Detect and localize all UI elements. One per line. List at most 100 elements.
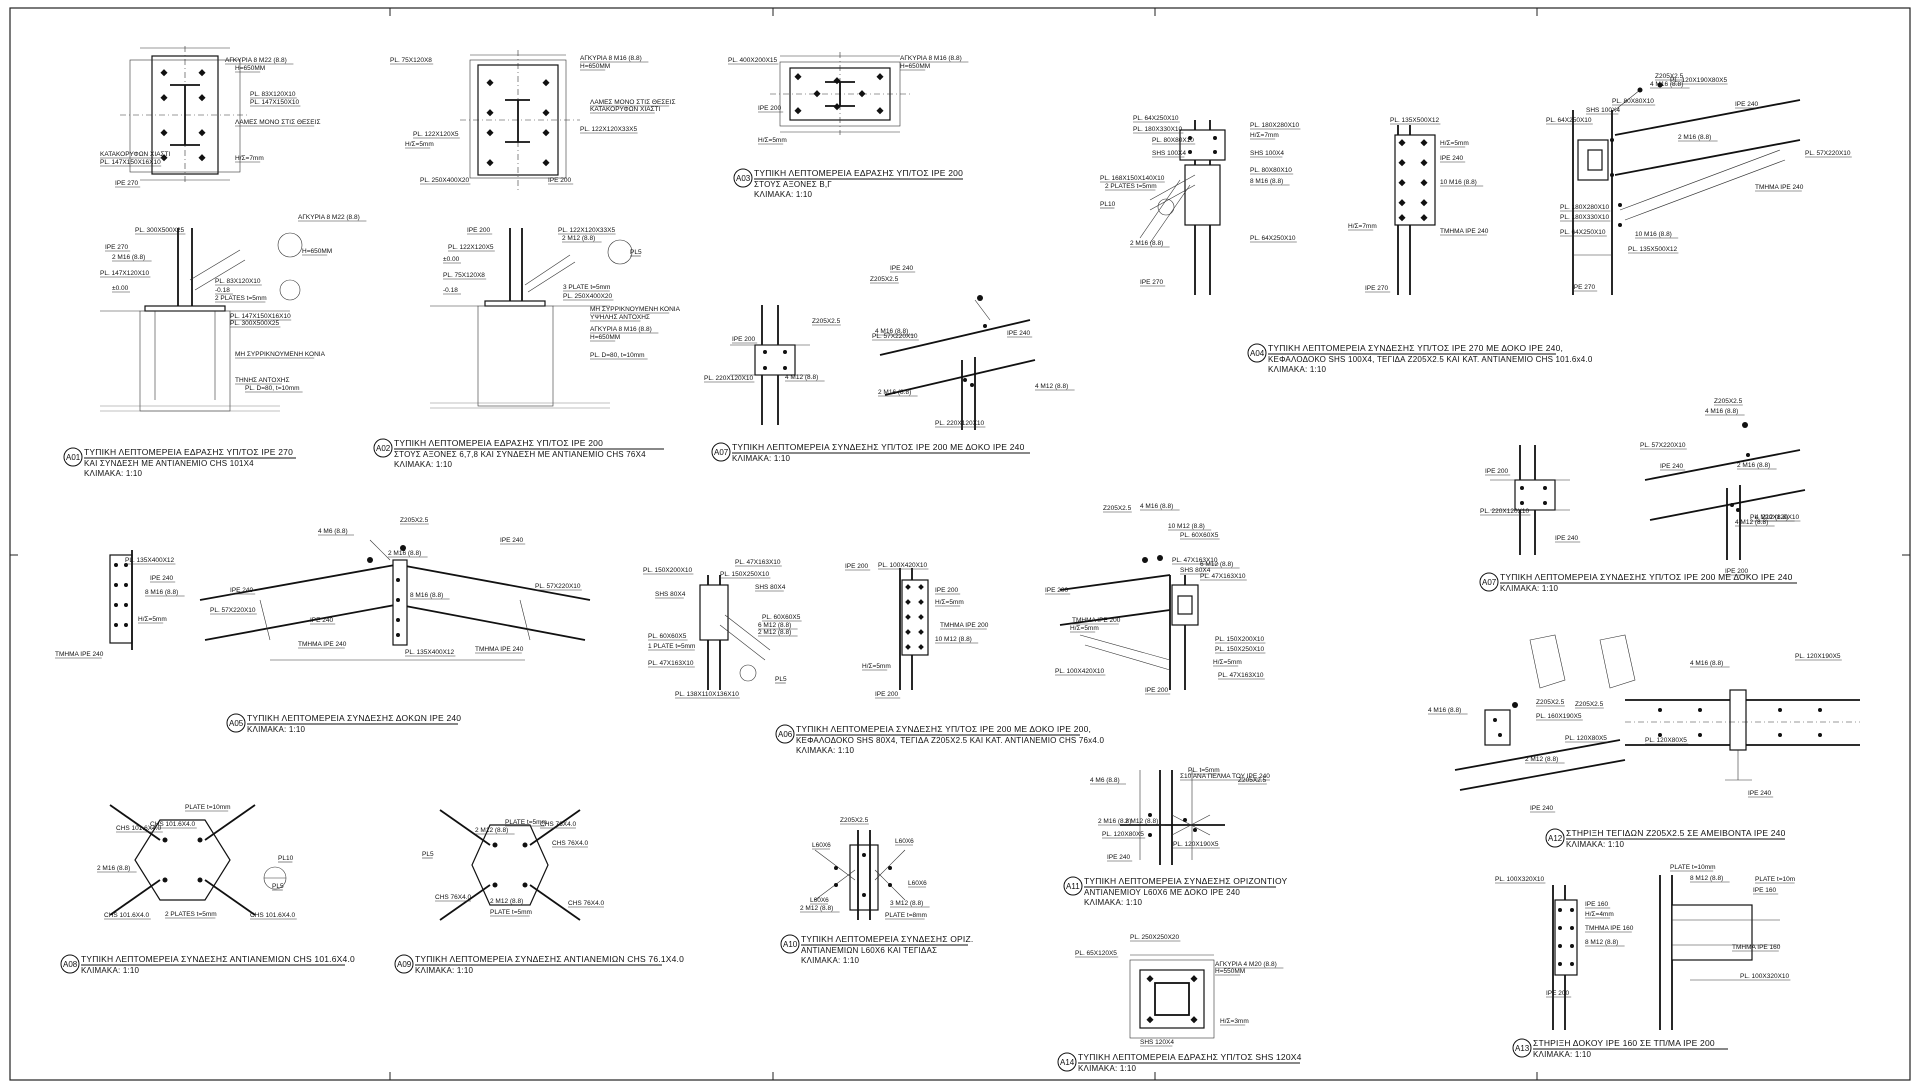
a05-callout-label: PL. 57X220X10 [535,583,581,590]
a11-subtitle: ΑΝΤΙΑΝΕΜΙΟΥ L60X6 ΜΕ ΔΟΚΟ IPE 240 [1084,888,1240,897]
a07b-callout-label: IPE 200 [1485,468,1509,475]
a13-callout-label: PLATE t=10m [1755,876,1795,883]
a07b-callout-label: Z205X2.5 [1714,398,1743,405]
a01-scale: ΚΛΙΜΑΚΑ: 1:10 [84,469,143,478]
a04-callout-label: SHS 100X4 [1586,107,1620,114]
a10-mark-text: A10 [783,940,798,949]
a04-callout-label: PL. 180X280X10 [1250,122,1300,129]
a04-callout-label: Z205X2.5 [1655,73,1684,80]
a04-callout-label: PL. 64X250X10 [1133,115,1179,122]
a07b-callout-label: IPE 240 [1555,535,1579,542]
a06-callout-label: H/Σ=5mm [1213,659,1242,666]
a06-callout-label: H/Σ=5mm [862,663,891,670]
a02-callout-label: H=650MM [590,334,620,341]
a06-callout-label: IPE 200 [845,563,869,570]
a12-callout-label: PL. 120X80X5 [1645,737,1687,744]
a10-scale: ΚΛΙΜΑΚΑ: 1:10 [801,956,860,965]
a14-callout-label: SHS 120X4 [1140,1039,1174,1046]
a04-scale: ΚΛΙΜΑΚΑ: 1:10 [1268,365,1327,374]
a04-callout-label: H/Σ=7mm [1348,223,1377,230]
a07-callout-label: 4 M16 (8.8) [875,328,908,335]
a13-mark-text: A13 [1515,1044,1530,1053]
a05-mark-text: A05 [229,719,244,728]
a01-callout-label: ΑΓΚΥΡΙΑ 8 M22 (8.8) [225,57,287,64]
a02-callout-label: PL. 122X120X33X5 [580,126,637,133]
a06-title: ΤΥΠΙΚΗ ΛΕΠΤΟΜΕΡΕΙΑ ΣΥΝΔΕΣΗΣ ΥΠ/ΤΟΣ IPE 2… [796,724,1091,734]
a07b-callout-label: PL. 220X120X10 [1480,508,1530,515]
a07-callout-label: IPE 240 [890,265,914,272]
a10-callout-label: 3 M12 (8.8) [890,900,923,907]
a08-scale: ΚΛΙΜΑΚΑ: 1:10 [81,966,140,975]
a11-callout-label: Z205X2.5 [1238,777,1267,784]
a03-scale: ΚΛΙΜΑΚΑ: 1:10 [754,190,813,199]
a11-callout-label: 2 M12 (8.8) [1125,818,1158,825]
a11-callout-label: 4 M6 (8.8) [1090,777,1120,784]
a01-callout-label: PL. 147X150X16X10 [230,313,291,320]
a05-detail-marker [226,713,246,733]
a06-callout-label: SHS 80X4 [755,584,786,591]
a01-title: ΤΥΠΙΚΗ ΛΕΠΤΟΜΕΡΕΙΑ ΕΔΡΑΣΗΣ ΥΠ/ΤΟΣ IPE 27… [84,447,293,457]
a07b-callout-label: 4 M12 (8.8) [1755,514,1788,521]
a08-callout-label: CHS 101.6X4.0 [250,912,296,919]
a09-detail-marker [394,954,414,974]
a12-callout-label: 2 M12 (8.8) [1525,756,1558,763]
a04-callout-label: IPE 270 [1365,285,1389,292]
a01-mark-text: A01 [66,453,81,462]
a13-callout-label: 8 M12 (8.8) [1585,939,1618,946]
a02-callout-label: ΑΓΚΥΡΙΑ 8 M16 (8.8) [590,326,652,333]
detail-a07-right: A07 ΤΥΠΙΚΗ ΛΕΠΤΟΜΕΡΕΙΑ ΣΥΝΔΕΣΗΣ ΥΠ/ΤΟΣ I… [1479,422,1806,593]
a02-scale: ΚΛΙΜΑΚΑ: 1:10 [394,460,453,469]
a13-callout-label: IPE 200 [1546,990,1570,997]
a01-callout-label: 2 PLATES t=5mm [215,295,267,302]
a12-callout-label: PL. 120X190X5 [1795,653,1841,660]
a02-callout-label: IPE 200 [548,177,572,184]
a07-callout-label: 2 M16 (8.8) [878,389,911,396]
a06-callout-label: SHS 80X4 [655,591,686,598]
a14-title: ΤΥΠΙΚΗ ΛΕΠΤΟΜΕΡΕΙΑ ΕΔΡΑΣΗΣ ΥΠ/ΤΟΣ SHS 12… [1078,1052,1302,1062]
a04-callout-label: 2 M16 (8.8) [1130,240,1163,247]
a04-callout-label: PL. 135X500X12 [1628,246,1678,253]
a06-callout-label: PL. 150X250X10 [720,571,770,578]
a07b-callout-label: PL. 57X220X10 [1640,442,1686,449]
a07-callout-label: Z205X2.5 [870,276,899,283]
a12-mark-text: A12 [1548,834,1563,843]
a02-subtitle: ΣΤΟΥΣ ΑΞΟΝΕΣ 6,7,8 ΚΑΙ ΣΥΝΔΕΣΗ ΜΕ ΑΝΤΙΑΝ… [394,450,646,459]
a06-callout-label: PL. 60X60X5 [762,614,801,621]
a07b-callout-label: 2 M16 (8.8) [1737,462,1770,469]
a07b-callout-label: IPE 240 [1660,463,1684,470]
a02-detail-marker [373,438,393,458]
a06-callout-label: 4 M16 (8.8) [1140,503,1173,510]
a13-callout-label: IPE 160 [1753,887,1777,894]
a07-right-mark-text: A07 [1482,578,1497,587]
a14-callout-label: H=550MM [1215,968,1245,975]
detail-a14: A14 ΤΥΠΙΚΗ ΛΕΠΤΟΜΕΡΕΙΑ ΕΔΡΑΣΗΣ ΥΠ/ΤΟΣ SH… [1057,954,1302,1073]
a07-callout-label: IPE 200 [732,336,756,343]
a09-mark-text: A09 [397,960,412,969]
a02-callout-label: H=650MM [580,63,610,70]
a10-callout-label: L60X6 [895,838,914,845]
a12-callout-label: Z205X2.5 [1536,699,1565,706]
a01-callout-label: H/Σ=7mm [235,155,264,162]
a13-scale: ΚΛΙΜΑΚΑ: 1:10 [1533,1050,1592,1059]
a04-callout-label: SHS 100X4 [1250,150,1284,157]
a07-scale: ΚΛΙΜΑΚΑ: 1:10 [732,454,791,463]
a13-callout-label: 8 M12 (8.8) [1690,875,1723,882]
a06-callout-label: 2 M12 (8.8) [758,629,791,636]
a01-callout-label: ΚΑΤΑΚΟΡΥΦΩΝ ΧΙΑΣΤΙ [100,151,171,158]
a07-callout-label: 4 M12 (8.8) [785,374,818,381]
a09-callout-label: PLATE t=5mm [490,909,532,916]
a06-mark-text: A06 [778,730,793,739]
a14-mark-text: A14 [1060,1058,1075,1067]
detail-a13: A13 ΣΤΗΡΙΞΗ ΔΟΚΟΥ IPE 160 ΣΕ ΤΠ/ΜΑ IPE 2… [1512,875,1780,1059]
a01-callout-label: ΤΗΝΗΣ ΑΝΤΟΧΗΣ [235,377,290,384]
a11-title: ΤΥΠΙΚΗ ΛΕΠΤΟΜΕΡΕΙΑ ΣΥΝΔΕΣΗΣ ΟΡΙΖΟΝΤΙΟΥ [1084,876,1288,886]
a03-subtitle: ΣΤΟΥΣ ΑΞΟΝΕΣ Β,Γ [754,180,832,189]
a05-callout-label: PL. 135X400X12 [125,557,175,564]
a08-callout-label: 2 PLATES t=5mm [165,911,217,918]
a03-callout-label: H/Σ=5mm [758,137,787,144]
a01-subtitle: ΚΑΙ ΣΥΝΔΕΣΗ ΜΕ ΑΝΤΙΑΝΕΜΙΟ CHS 101X4 [84,459,254,468]
a11-callout-label: PL. t=5mm [1188,767,1220,774]
